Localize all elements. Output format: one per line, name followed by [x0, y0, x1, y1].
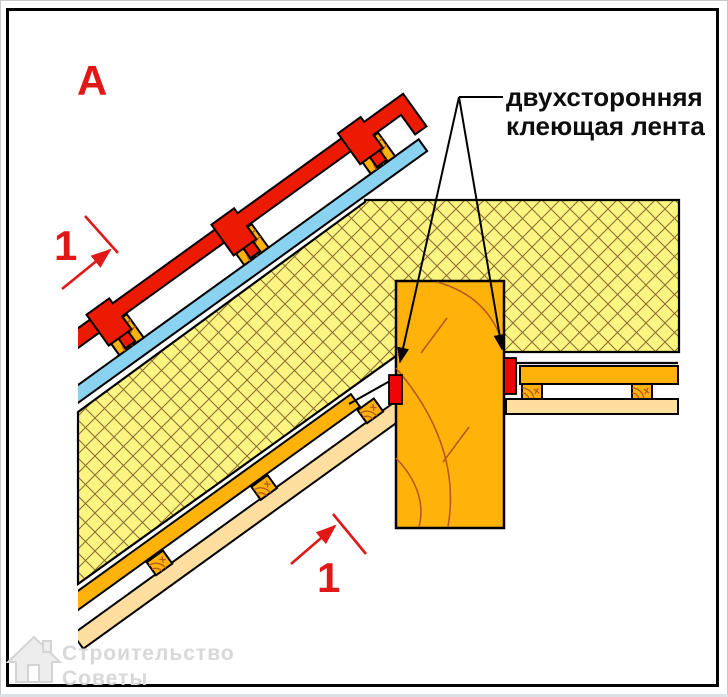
- annotation-leader: [397, 96, 506, 364]
- ceiling-board: [519, 365, 679, 385]
- support-beam: [394, 279, 506, 530]
- roof-tile-course-4: [336, 92, 428, 166]
- watermark-line1: Строительство: [62, 642, 235, 665]
- slope-counter-batten: [249, 473, 279, 502]
- waterproof-membrane: [78, 137, 429, 486]
- section-marker-lower: 1: [290, 513, 368, 601]
- roof-slope-assembly: [78, 92, 429, 651]
- section-label-lower: 1: [317, 554, 340, 601]
- watermark-line2: Советы: [62, 667, 148, 690]
- section-label-upper: 1: [54, 222, 77, 269]
- annotation-line1: двухсторонняя: [506, 82, 703, 112]
- section-marker-upper: 1: [54, 215, 119, 291]
- watermark: Строительство Советы: [5, 635, 235, 690]
- adhesive-tape-left: [388, 374, 403, 405]
- slope-counter-batten: [145, 549, 174, 577]
- ceiling-assembly: [505, 361, 679, 415]
- watermark-house-icon: [5, 635, 63, 683]
- bottom-edge-strip: [0, 694, 728, 697]
- insulation-hatched: [76, 198, 681, 587]
- slope-counter-batten: [356, 397, 385, 425]
- adhesive-tape-right: [503, 357, 517, 395]
- annotation-line2: клеющая лента: [506, 111, 705, 141]
- detail-letter: А: [77, 57, 107, 104]
- ceiling-lining-board: [505, 398, 679, 415]
